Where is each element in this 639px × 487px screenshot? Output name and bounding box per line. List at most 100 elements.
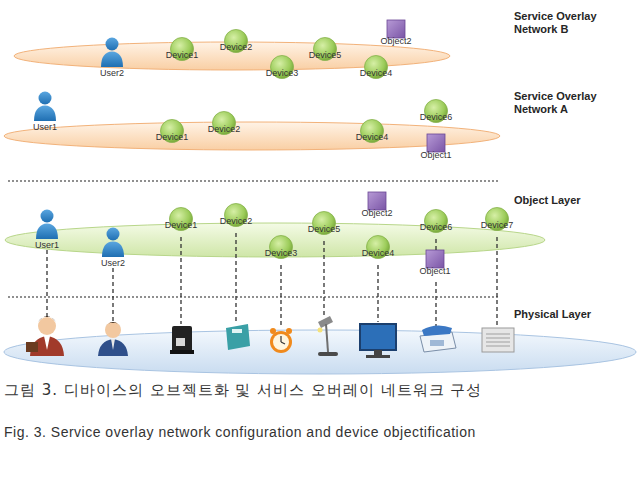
person-icon — [98, 339, 128, 356]
mapping-line — [46, 250, 47, 318]
band-ellipse — [4, 330, 636, 374]
device-object: Device4 — [348, 119, 396, 149]
device-object: Device2 — [200, 111, 248, 141]
person-icon — [105, 322, 121, 338]
alarm-clock-icon — [270, 331, 292, 353]
layer-band: Object LayerUser1User2Device1Device2Devi… — [0, 186, 639, 290]
desk-lamp-icon — [326, 324, 328, 352]
alarm-clock-icon — [270, 328, 292, 353]
air-conditioner-icon — [482, 328, 514, 352]
user-head — [107, 228, 120, 241]
node-label: Device1 — [138, 132, 206, 142]
node-label: Device6 — [402, 222, 470, 232]
user-head — [41, 210, 54, 223]
mapping-line — [435, 239, 436, 250]
device-object: Device5 — [301, 37, 349, 67]
air-conditioner-icon — [482, 328, 514, 352]
desk-lamp-icon — [318, 328, 323, 333]
node-label: Object1 — [403, 266, 467, 276]
telephone-icon — [420, 332, 456, 352]
businessman-icon — [26, 316, 64, 356]
thing-object: Object1 — [413, 249, 457, 283]
mapping-line — [496, 237, 497, 326]
mapping-line — [377, 265, 378, 322]
mapping-line — [280, 265, 281, 326]
figure-caption-english: Fig. 3. Service overlay network configur… — [4, 422, 634, 442]
user-body — [36, 224, 58, 240]
node-label: User2 — [85, 258, 141, 268]
scale-icon — [226, 324, 250, 350]
layer-separator — [8, 180, 500, 182]
businessman-icon — [38, 316, 56, 322]
air-conditioner-icon — [486, 338, 510, 339]
node-label: Object2 — [345, 208, 409, 218]
node-label: Device4 — [342, 68, 410, 78]
layer-title: Object Layer — [514, 194, 624, 207]
object-square — [427, 134, 445, 152]
user-body — [102, 242, 124, 258]
television-icon — [360, 324, 396, 350]
user-object: User2 — [94, 37, 130, 79]
node-label: Device3 — [247, 248, 315, 258]
node-label: User1 — [17, 122, 73, 132]
air-conditioner-icon — [486, 346, 510, 347]
node-label: Device5 — [291, 50, 359, 60]
device-object: Device4 — [354, 235, 402, 265]
alarm-clock-icon — [280, 336, 281, 342]
user-object: User1 — [29, 209, 65, 251]
node-label: Device1 — [148, 50, 216, 60]
air-conditioner-icon — [486, 334, 510, 335]
businessman-icon — [44, 336, 50, 350]
node-label: Device2 — [202, 42, 270, 52]
businessman-icon — [26, 342, 38, 352]
mapping-line — [47, 233, 497, 326]
user-head — [106, 38, 119, 51]
desk-lamp-icon — [318, 316, 339, 356]
layer-band: Service Overlay Network AUser1Device1Dev… — [0, 90, 639, 170]
television-icon — [366, 355, 390, 358]
device-object: Device7 — [473, 207, 521, 237]
layer-title: Service Overlay Network B — [514, 10, 624, 36]
device-object: Device1 — [158, 37, 206, 67]
coffee-machine-icon — [170, 350, 194, 354]
air-conditioner-icon — [486, 342, 510, 343]
thing-object: Object2 — [374, 19, 418, 53]
device-object: Device2 — [212, 29, 260, 59]
user-body — [34, 106, 56, 122]
node-label: Device4 — [338, 132, 406, 142]
node-label: Device3 — [248, 68, 316, 78]
layer-band: Service Overlay Network BUser2Device1Dev… — [0, 4, 639, 88]
layer-separator — [8, 296, 500, 298]
desk-lamp-icon — [318, 352, 338, 356]
layer-title: Physical Layer — [514, 308, 624, 321]
person-icon — [111, 339, 115, 350]
scale-icon — [232, 329, 242, 333]
object-square — [426, 250, 444, 268]
alarm-clock-icon — [286, 328, 292, 334]
device-object: Device3 — [257, 235, 305, 265]
layer-title: Service Overlay Network A — [514, 90, 624, 116]
mapping-line — [435, 282, 436, 326]
device-object: Device1 — [148, 119, 196, 149]
node-label: Device2 — [202, 216, 270, 226]
layer-band: Physical Layer — [0, 300, 639, 378]
user-body — [101, 52, 123, 68]
node-label: User2 — [84, 68, 140, 78]
user-object: User2 — [95, 227, 131, 269]
figure-caption: 그림 3. 디바이스의 오브젝트화 및 서비스 오버레이 네트워크 구성 — [4, 380, 634, 400]
node-label: Device5 — [290, 224, 358, 234]
mapping-line — [235, 233, 236, 322]
mapping-line — [323, 241, 324, 316]
user-head — [39, 92, 52, 105]
node-label: Device1 — [147, 220, 215, 230]
person-icon — [105, 322, 121, 327]
device-object: Device5 — [300, 211, 348, 241]
node-label: Device4 — [344, 248, 412, 258]
node-label: User1 — [19, 240, 75, 250]
device-object: Device3 — [258, 55, 306, 85]
thing-object: Object2 — [355, 191, 399, 225]
node-label: Object1 — [404, 150, 468, 160]
node-label: Device6 — [402, 112, 470, 122]
device-object: Device2 — [212, 203, 260, 233]
